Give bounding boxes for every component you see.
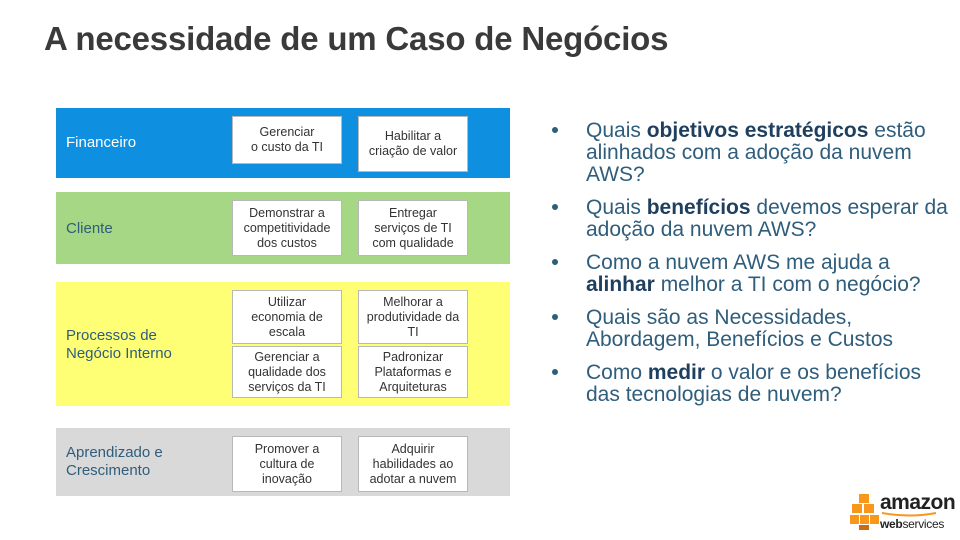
box-padronizar-plataformas: Padronizar Plataformas e Arquiteturas — [358, 346, 468, 398]
box-demonstrar-competitividade: Demonstrar a competitividade dos custos — [232, 200, 342, 256]
band-label-cliente: Cliente — [66, 220, 113, 237]
aws-cubes-icon — [850, 494, 879, 530]
logo-subtitle: webservices — [880, 517, 945, 531]
question-item: Quais objetivos estratégicos estão alinh… — [552, 120, 952, 186]
band-aprendizado: Aprendizado e Crescimento Promover a cul… — [56, 428, 510, 496]
bullet-icon — [552, 127, 558, 133]
bullet-icon — [552, 314, 558, 320]
band-financeiro: Financeiro Gerenciar o custo da TI Habil… — [56, 108, 510, 178]
bullet-icon — [552, 259, 558, 265]
box-habilitar-valor: Habilitar a criação de valor — [358, 116, 468, 172]
question-item: Quais são as Necessidades, Abordagem, Be… — [552, 307, 952, 351]
box-utilizar-economia: Utilizar economia de escala — [232, 290, 342, 344]
slide-title: A necessidade de um Caso de Negócios — [44, 20, 669, 57]
band-label-aprendizado: Aprendizado e Crescimento — [66, 444, 163, 479]
question-item: Como medir o valor e os benefícios das t… — [552, 362, 952, 406]
box-promover-inovacao: Promover a cultura de inovação — [232, 436, 342, 492]
question-item: Como a nuvem AWS me ajuda a alinhar melh… — [552, 252, 952, 296]
box-gerenciar-custo: Gerenciar o custo da TI — [232, 116, 342, 164]
questions-list: Quais objetivos estratégicos estão alinh… — [552, 120, 952, 417]
box-gerenciar-qualidade: Gerenciar a qualidade dos serviços da TI — [232, 346, 342, 398]
box-melhorar-produtividade: Melhorar a produtividade da TI — [358, 290, 468, 344]
band-label-financeiro: Financeiro — [66, 134, 137, 151]
bullet-icon — [552, 204, 558, 210]
band-label-processos: Processos de Negócio Interno — [66, 327, 172, 362]
amazon-smile-icon — [881, 512, 937, 517]
question-item: Quais benefícios devemos esperar da adoç… — [552, 197, 952, 241]
band-cliente: Cliente Demonstrar a competitividade dos… — [56, 192, 510, 264]
aws-logo: amazon webservices — [850, 491, 956, 533]
band-processos: Processos de Negócio Interno Utilizar ec… — [56, 282, 510, 406]
box-adquirir-habilidades: Adquirir habilidades ao adotar a nuvem — [358, 436, 468, 492]
bullet-icon — [552, 369, 558, 375]
box-entregar-servicos: Entregar serviços de TI com qualidade — [358, 200, 468, 256]
logo-wordmark: amazon — [880, 491, 956, 514]
